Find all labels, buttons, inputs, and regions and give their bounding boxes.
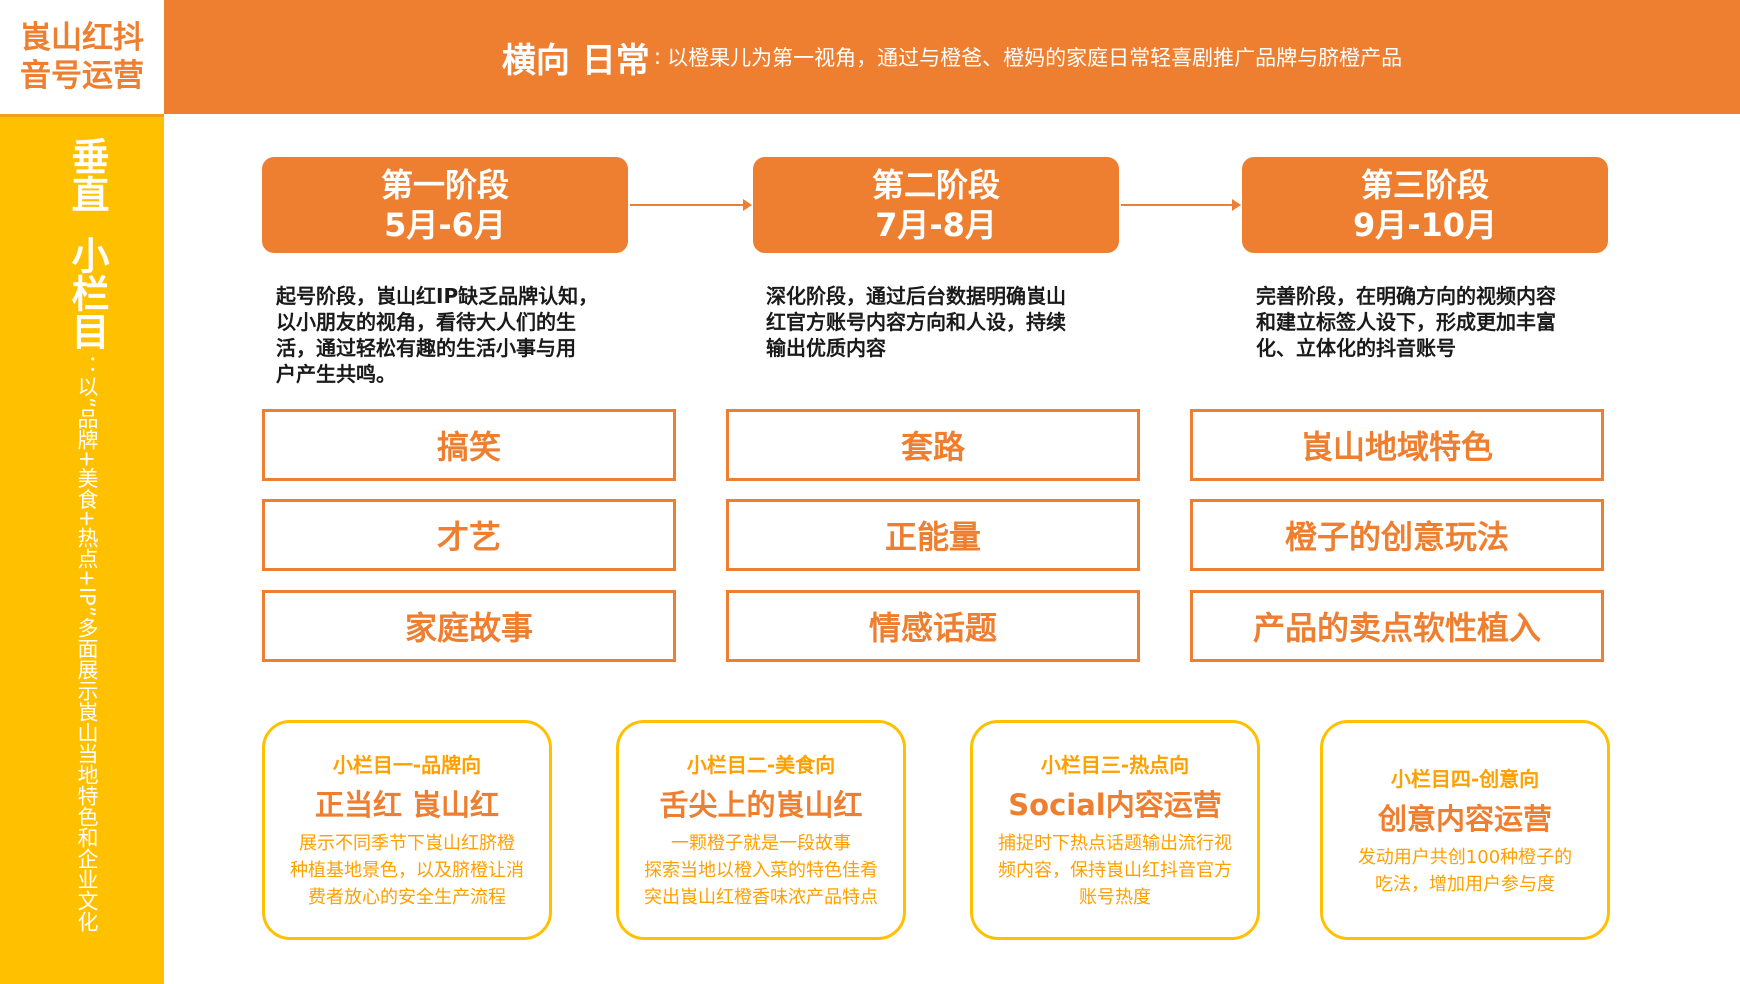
- phase-3-header: 第三阶段 9月-10月: [1242, 157, 1608, 253]
- phase-2-desc-line: 输出优质内容: [766, 336, 886, 360]
- column-card-hot-topics: 小栏目三-热点向 Social内容运营 捕捉时下热点话题输出流行视 频内容，保持…: [970, 720, 1260, 940]
- arrow-right-icon: [630, 199, 752, 211]
- column-card-brand: 小栏目一-品牌向 正当红 崀山红 展示不同季节下崀山红脐橙 种植基地景色，以及脐…: [262, 720, 552, 940]
- phase-1-name: 第一阶段: [380, 166, 509, 204]
- card-line: 展示不同季节下崀山红脐橙: [299, 833, 515, 854]
- phase-2-description: 深化阶段，通过后台数据明确崀山 红官方账号内容方向和人设，持续 输出优质内容: [766, 283, 1132, 361]
- phase-1-tag: 搞笑: [262, 409, 676, 481]
- card-line: 一颗橙子就是一段故事: [671, 833, 851, 854]
- phase-2-tag: 套路: [726, 409, 1140, 481]
- phase-3-name: 第三阶段: [1360, 166, 1489, 204]
- sidebar: 垂直 小栏目 ：以“品牌+美食+热点+IP”多面展示崀山当地特色和企业文化: [0, 117, 164, 984]
- phase-1-desc-line: 起号阶段，崀山红IP缺乏品牌认知，: [276, 284, 599, 308]
- phase-1-desc-line: 活，通过轻松有趣的生活小事与用: [276, 336, 576, 360]
- card-line: 发动用户共创100种橙子的: [1357, 846, 1573, 868]
- phase-3-period: 9月-10月: [1352, 206, 1498, 244]
- card-line: 账号热度: [1079, 887, 1151, 908]
- header-bar: 横向 日常 : 以橙果儿为第一视角，通过与橙爸、橙妈的家庭日常轻喜剧推广品牌与脐…: [164, 0, 1740, 114]
- phase-3-desc-line: 和建立标签人设下，形成更加丰富: [1256, 310, 1556, 334]
- card-subtitle: 小栏目四-创意向: [1390, 766, 1540, 791]
- corner-title-line1: 崀山红抖: [20, 20, 144, 56]
- sidebar-heading-2: 小栏目: [65, 236, 109, 351]
- phase-2-desc-line: 红官方账号内容方向和人设，持续: [766, 310, 1066, 334]
- corner-title-line2: 音号运营: [20, 58, 144, 94]
- card-line: 吃法，增加用户参与度: [1375, 873, 1555, 895]
- card-line: 突出崀山红橙香味浓产品特点: [644, 887, 878, 908]
- phase-1-desc-line: 户产生共鸣。: [276, 362, 396, 386]
- phase-2-desc-line: 深化阶段，通过后台数据明确崀山: [766, 284, 1066, 308]
- phase-1-tag: 才艺: [262, 499, 676, 571]
- phase-3-desc-line: 化、立体化的抖音账号: [1256, 336, 1456, 360]
- card-subtitle: 小栏目三-热点向: [1040, 753, 1190, 777]
- phase-2-name: 第二阶段: [871, 166, 1000, 204]
- card-title: 正当红 崀山红: [314, 788, 500, 822]
- card-line: 探索当地以橙入菜的特色佳肴: [644, 860, 878, 881]
- phase-1-description: 起号阶段，崀山红IP缺乏品牌认知， 以小朋友的视角，看待大人们的生 活，通过轻松…: [276, 283, 642, 387]
- card-title: 舌尖上的崀山红: [659, 788, 863, 822]
- card-line: 捕捉时下热点话题输出流行视: [998, 833, 1232, 854]
- phase-3-desc-line: 完善阶段，在明确方向的视频内容: [1256, 284, 1556, 308]
- header-title: 横向 日常: [501, 40, 650, 81]
- sidebar-description: ：以“品牌+美食+热点+IP”多面展示崀山当地特色和企业文化: [75, 355, 99, 932]
- card-title: 创意内容运营: [1377, 801, 1552, 836]
- column-card-creative: 小栏目四-创意向 创意内容运营 发动用户共创100种橙子的 吃法，增加用户参与度: [1320, 720, 1610, 940]
- card-subtitle: 小栏目一-品牌向: [332, 753, 482, 777]
- card-title: Social内容运营: [1008, 788, 1222, 822]
- sidebar-vertical-text: 垂直 小栏目 ：以“品牌+美食+热点+IP”多面展示崀山当地特色和企业文化: [51, 137, 115, 932]
- sidebar-heading-1: 垂直: [65, 137, 109, 213]
- card-line: 频内容，保持崀山红抖音官方: [998, 860, 1232, 881]
- corner-title: 崀山红抖 音号运营: [0, 0, 164, 117]
- phase-2-tag: 正能量: [726, 499, 1140, 571]
- phase-2-period: 7月-8月: [875, 206, 997, 244]
- header-description: 以橙果儿为第一视角，通过与橙爸、橙妈的家庭日常轻喜剧推广品牌与脐橙产品: [667, 46, 1403, 70]
- phase-3-tag: 产品的卖点软性植入: [1190, 590, 1604, 662]
- column-card-food: 小栏目二-美食向 舌尖上的崀山红 一颗橙子就是一段故事 探索当地以橙入菜的特色佳…: [616, 720, 906, 940]
- header-separator: :: [653, 44, 662, 70]
- arrow-right-icon: [1121, 199, 1241, 211]
- card-line: 费者放心的安全生产流程: [308, 887, 506, 908]
- phase-2-header: 第二阶段 7月-8月: [753, 157, 1119, 253]
- phase-2-tag: 情感话题: [726, 590, 1140, 662]
- phase-1-period: 5月-6月: [384, 206, 506, 244]
- phase-3-description: 完善阶段，在明确方向的视频内容 和建立标签人设下，形成更加丰富 化、立体化的抖音…: [1256, 283, 1622, 361]
- phase-3-tag: 崀山地域特色: [1190, 409, 1604, 481]
- phase-1-header: 第一阶段 5月-6月: [262, 157, 628, 253]
- phase-1-tag: 家庭故事: [262, 590, 676, 662]
- card-subtitle: 小栏目二-美食向: [686, 753, 836, 777]
- card-line: 种植基地景色，以及脐橙让消: [290, 860, 524, 881]
- phase-3-tag: 橙子的创意玩法: [1190, 499, 1604, 571]
- phase-1-desc-line: 以小朋友的视角，看待大人们的生: [276, 310, 576, 334]
